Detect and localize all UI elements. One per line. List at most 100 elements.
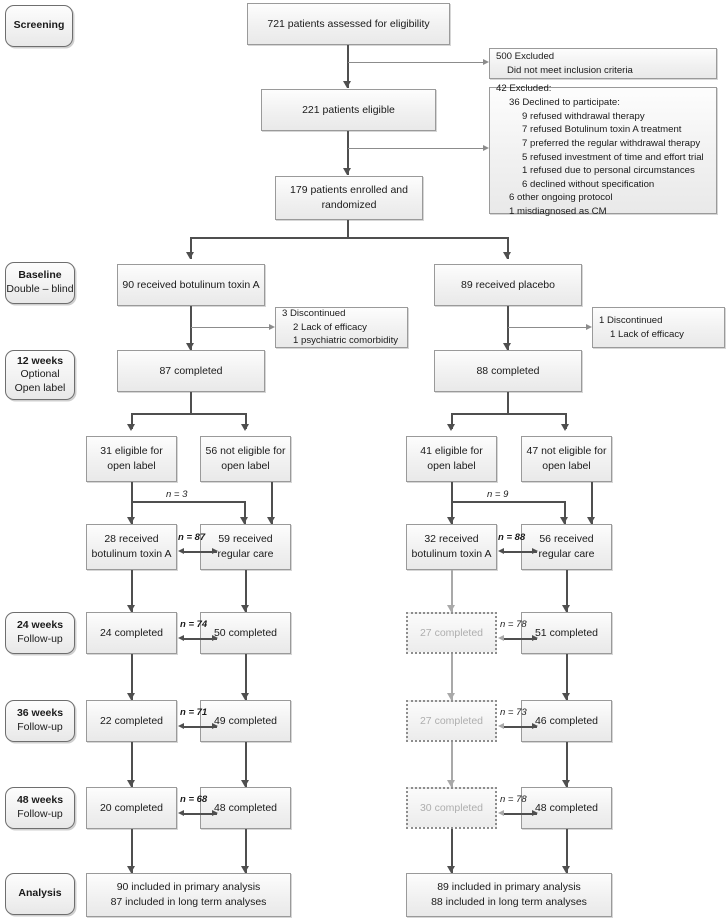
arrowhead-w36-left-a [178,722,184,729]
botox-eligible-line2: open label [107,460,156,472]
arrowhead-arm-placebo [503,252,511,259]
placebo-not-eligible-line2: open label [542,460,591,472]
arrowhead-w48-right-b [532,809,538,816]
placebo-regular-line2: regular care [538,548,595,560]
node-placebo-received-open-label: 32 received botulinum toxin A [406,524,497,570]
node-botox-received-open-label: 28 received botulinum toxin A [86,524,177,570]
label-w48-right-text: n = 78 [500,794,527,805]
stage-week36-sub: Follow-up [17,721,63,733]
w48-col3-label: 30 completed [419,801,484,814]
node-arm-placebo-label: 89 received placebo [461,278,555,291]
connector-assessed-to-eligible [347,45,349,88]
botox-eligible-line1: 31 eligible for [100,444,163,457]
node-w36-completed-col1: 22 completed [86,700,177,742]
arrowhead-placebo-completed [503,343,511,350]
connector-botox-ol-total [183,551,217,553]
arrowhead-col1-w48 [127,780,135,787]
arrowhead-w36-left-b [212,722,218,729]
botox-received-ol-line1: 28 received [104,532,159,545]
stage-week12-sub: Optional [20,368,60,381]
connector-placebo-ol-total [503,551,537,553]
node-w36-completed-col4: 46 completed [521,700,612,742]
node-placebo-eligible-open-label: 41 eligible for open label [406,436,497,482]
connector-col2-to-w24 [245,570,247,612]
node-analysis-botulinum: 90 included in primary analysis 87 inclu… [86,873,291,917]
placebo-received-ol-line1: 32 received [424,532,479,545]
connector-w36-left-total [183,726,217,728]
node-botox-not-eligible-open-label: 56 not eligible for open label [200,436,291,482]
discontinued-botox-heading: 3 Discontinued [282,307,346,319]
connector-botox12-left [131,413,133,429]
connector-placebo-discontinued [508,327,587,328]
w36-col4-label: 46 completed [534,714,599,727]
connector-col1-to-analysis [131,829,133,873]
connector-col3-to-w48 [451,742,453,787]
node-botox-eligible-open-label: 31 eligible for open label [86,436,177,482]
stage-label-screening: Screening [5,5,73,47]
w24-col4-label: 51 completed [534,626,599,639]
label-w48-right: n = 78 [500,794,527,805]
node-discontinued-botox: 3 Discontinued 2 Lack of efficacy 1 psyc… [275,307,408,348]
arrowhead-to-eligible [343,81,351,88]
arrowhead-col4-analysis [562,866,570,873]
stage-week48-main: 48 weeks [16,794,64,807]
connector-eligible-to-enrolled [347,131,349,175]
stage-baseline-main: Baseline [18,269,62,282]
connector-w48-right-total [503,813,537,815]
discontinued-placebo-item-0: 1 Lack of efficacy [610,328,684,340]
connector-randomization-bar [190,237,508,239]
connector-w48-left-total [183,813,217,815]
arrowhead-to-enrolled [343,168,351,175]
stage-week12-main: 12 weeks [16,354,64,367]
botox-not-eligible-line1: 56 not eligible for [205,444,286,457]
connector-botox-discontinued [191,327,270,328]
stage-week24-sub: Follow-up [17,633,63,645]
label-w24-right: n = 78 [500,619,527,630]
node-discontinued-placebo: 1 Discontinued 1 Lack of efficacy [592,307,725,348]
arrowhead-col2-analysis [241,866,249,873]
arrowhead-w48-right-a [498,809,504,816]
w36-col3-label: 27 completed [419,714,484,727]
w36-col1-label: 22 completed [99,714,164,727]
node-w48-completed-col3: 30 completed [406,787,497,829]
node-arm-botulinum: 90 received botulinum toxin A [117,264,265,306]
excluded-500-item-0: Did not meet inclusion criteria [507,64,633,76]
node-botox-regular-care: 59 received regular care [200,524,291,570]
arrowhead-placebo-crossover [560,517,568,524]
analysis-left-line1: 90 included in primary analysis [116,880,261,893]
connector-placebo12-left [451,413,453,429]
arrowhead-w36-right-a [498,722,504,729]
arrowhead-w24-right-b [532,634,538,641]
connector-randomization-stem [347,220,349,238]
arrowhead-botox-regular-care [267,517,275,524]
placebo-not-eligible-line1: 47 not eligible for [526,444,607,457]
node-enrolled-line2: randomized [321,199,377,211]
excluded-42-declined-heading: 36 Declined to participate: [509,97,620,109]
analysis-left-line2: 87 included in long term analyses [110,896,267,908]
node-w36-completed-col3: 27 completed [406,700,497,742]
label-w48-left-text: n = 68 [180,794,208,805]
connector-w36-right-total [503,726,537,728]
connector-placebo12-right [565,413,567,429]
arrowhead-col4-w48 [562,780,570,787]
analysis-right-line2: 88 included in long term analyses [431,896,587,908]
connector-to-excluded-42 [348,148,484,149]
excluded-42-heading: 42 Excluded: [496,83,552,95]
label-w36-right: n = 73 [500,707,527,718]
connector-col2-to-analysis [245,829,247,873]
connector-w24-left-total [183,638,217,640]
arrowhead-botox-ol-total-right [212,547,218,554]
stage-week48-sub: Follow-up [17,808,63,820]
connector-placebo-not-eligible-down [591,482,593,524]
connector-placebo12-stem [507,392,509,414]
label-botox-ol-total: n = 87 [178,532,205,543]
node-w36-completed-col2: 49 completed [200,700,291,742]
label-botox-crossover-text: n = 3 [166,489,188,500]
w24-col3-label: 27 completed [419,626,484,639]
arrowhead-excluded-42 [483,144,489,151]
node-w48-completed-col4: 48 completed [521,787,612,829]
arrowhead-placebo-eligible [447,424,455,431]
arrowhead-col3-w36 [447,693,455,700]
connector-placebo-to-completed [507,306,509,350]
